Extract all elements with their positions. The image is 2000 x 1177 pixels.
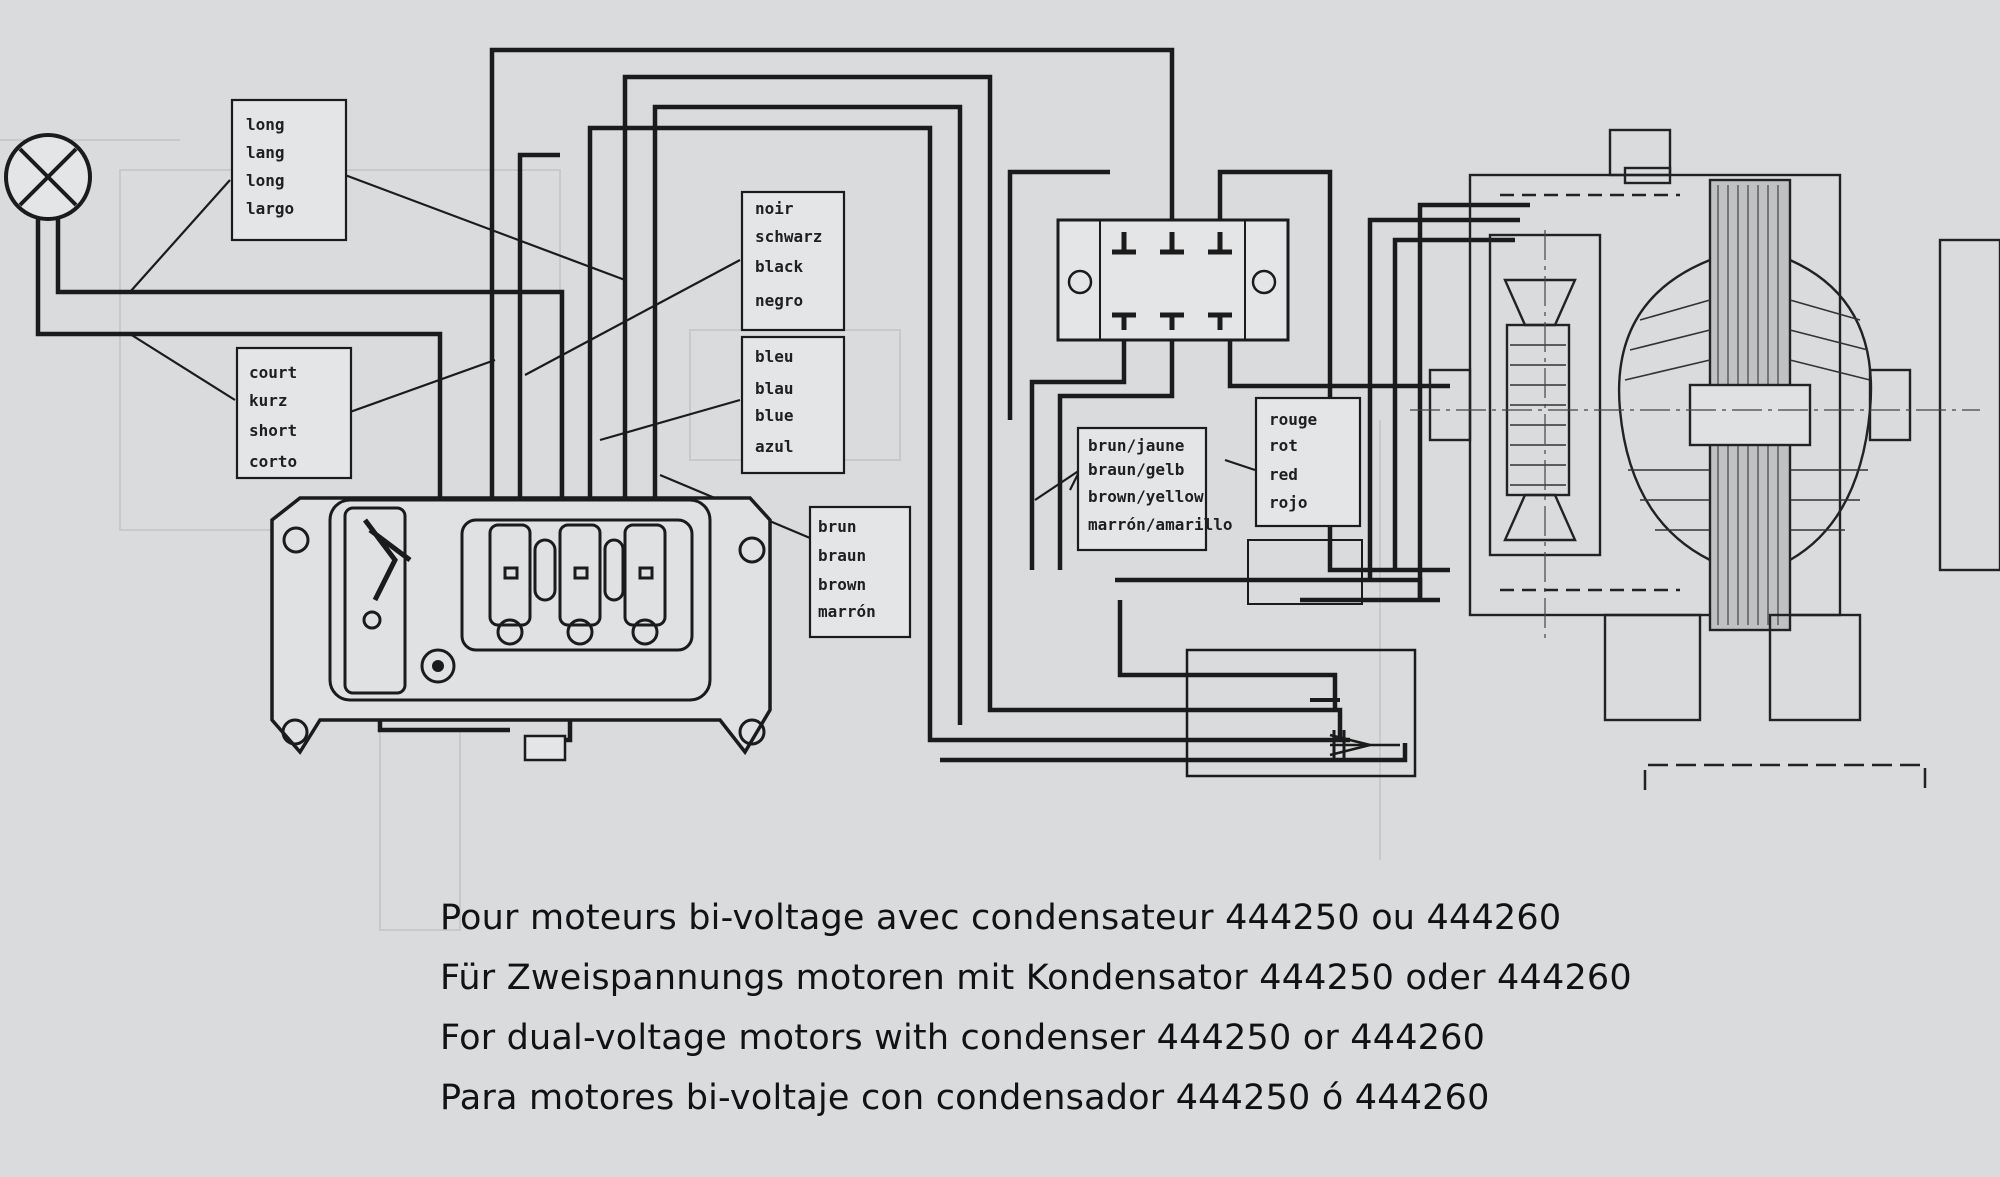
wire-bundle: [377, 47, 1530, 763]
lamp-icon: [4, 133, 92, 221]
label-blue-3: azul: [755, 437, 794, 456]
label-brown: brun braun brown marrón: [808, 505, 912, 639]
capacitor-block: [1185, 648, 1417, 778]
label-brown-yellow-1: braun/gelb: [1088, 460, 1184, 479]
label-blue-1: blau: [755, 379, 794, 398]
label-long-1: lang: [246, 143, 285, 162]
label-brown-1: braun: [818, 546, 866, 565]
label-short-0: court: [249, 363, 297, 382]
switch-block: [1056, 218, 1290, 342]
label-brown-2: brown: [818, 575, 866, 594]
lamp-wires: [35, 218, 565, 568]
label-brown-yellow: brun/jaune braun/gelb brown/yellow marró…: [1076, 426, 1233, 552]
label-brown-3: marrón: [818, 602, 876, 621]
label-short-1: kurz: [249, 391, 288, 410]
label-red-2: red: [1269, 465, 1298, 484]
label-short: court kurz short corto: [235, 346, 353, 480]
leader-lines: [129, 173, 1256, 540]
label-long-2: long: [246, 171, 285, 190]
label-long: long lang long largo: [230, 98, 348, 242]
label-black-3: negro: [755, 291, 803, 310]
caption-french: Pour moteurs bi-voltage avec condensateu…: [440, 898, 1562, 938]
label-red-0: rouge: [1269, 410, 1317, 429]
label-brown-yellow-0: brun/jaune: [1088, 436, 1184, 455]
label-black-0: noir: [755, 199, 794, 218]
label-black-2: black: [755, 257, 804, 276]
caption-spanish: Para motores bi-voltaje con condensador …: [440, 1078, 1490, 1118]
label-short-3: corto: [249, 452, 297, 471]
caption-block: Pour moteurs bi-voltage avec condensateu…: [440, 888, 1770, 1128]
label-blue: bleu blau blue azul: [740, 335, 846, 475]
junction-box: [1247, 539, 1363, 605]
label-short-2: short: [249, 421, 297, 440]
label-black-1: schwarz: [755, 227, 822, 246]
motor-drawing: [1410, 128, 2000, 790]
label-long-0: long: [246, 115, 285, 134]
label-brown-0: brun: [818, 517, 857, 536]
label-brown-yellow-2: brown/yellow: [1088, 487, 1204, 506]
label-brown-yellow-3: marrón/amarillo: [1088, 515, 1233, 534]
label-blue-0: bleu: [755, 347, 794, 366]
label-blue-2: blue: [755, 406, 794, 425]
label-red: rouge rot red rojo: [1254, 396, 1362, 528]
label-black: noir schwarz black negro: [740, 190, 846, 332]
label-long-3: largo: [246, 199, 294, 218]
label-red-3: rojo: [1269, 493, 1308, 512]
caption-german: Für Zweispannungs motoren mit Kondensato…: [440, 958, 1632, 998]
terminal-housing: [270, 496, 772, 762]
caption-english: For dual-voltage motors with condenser 4…: [440, 1018, 1486, 1058]
label-red-1: rot: [1269, 436, 1298, 455]
